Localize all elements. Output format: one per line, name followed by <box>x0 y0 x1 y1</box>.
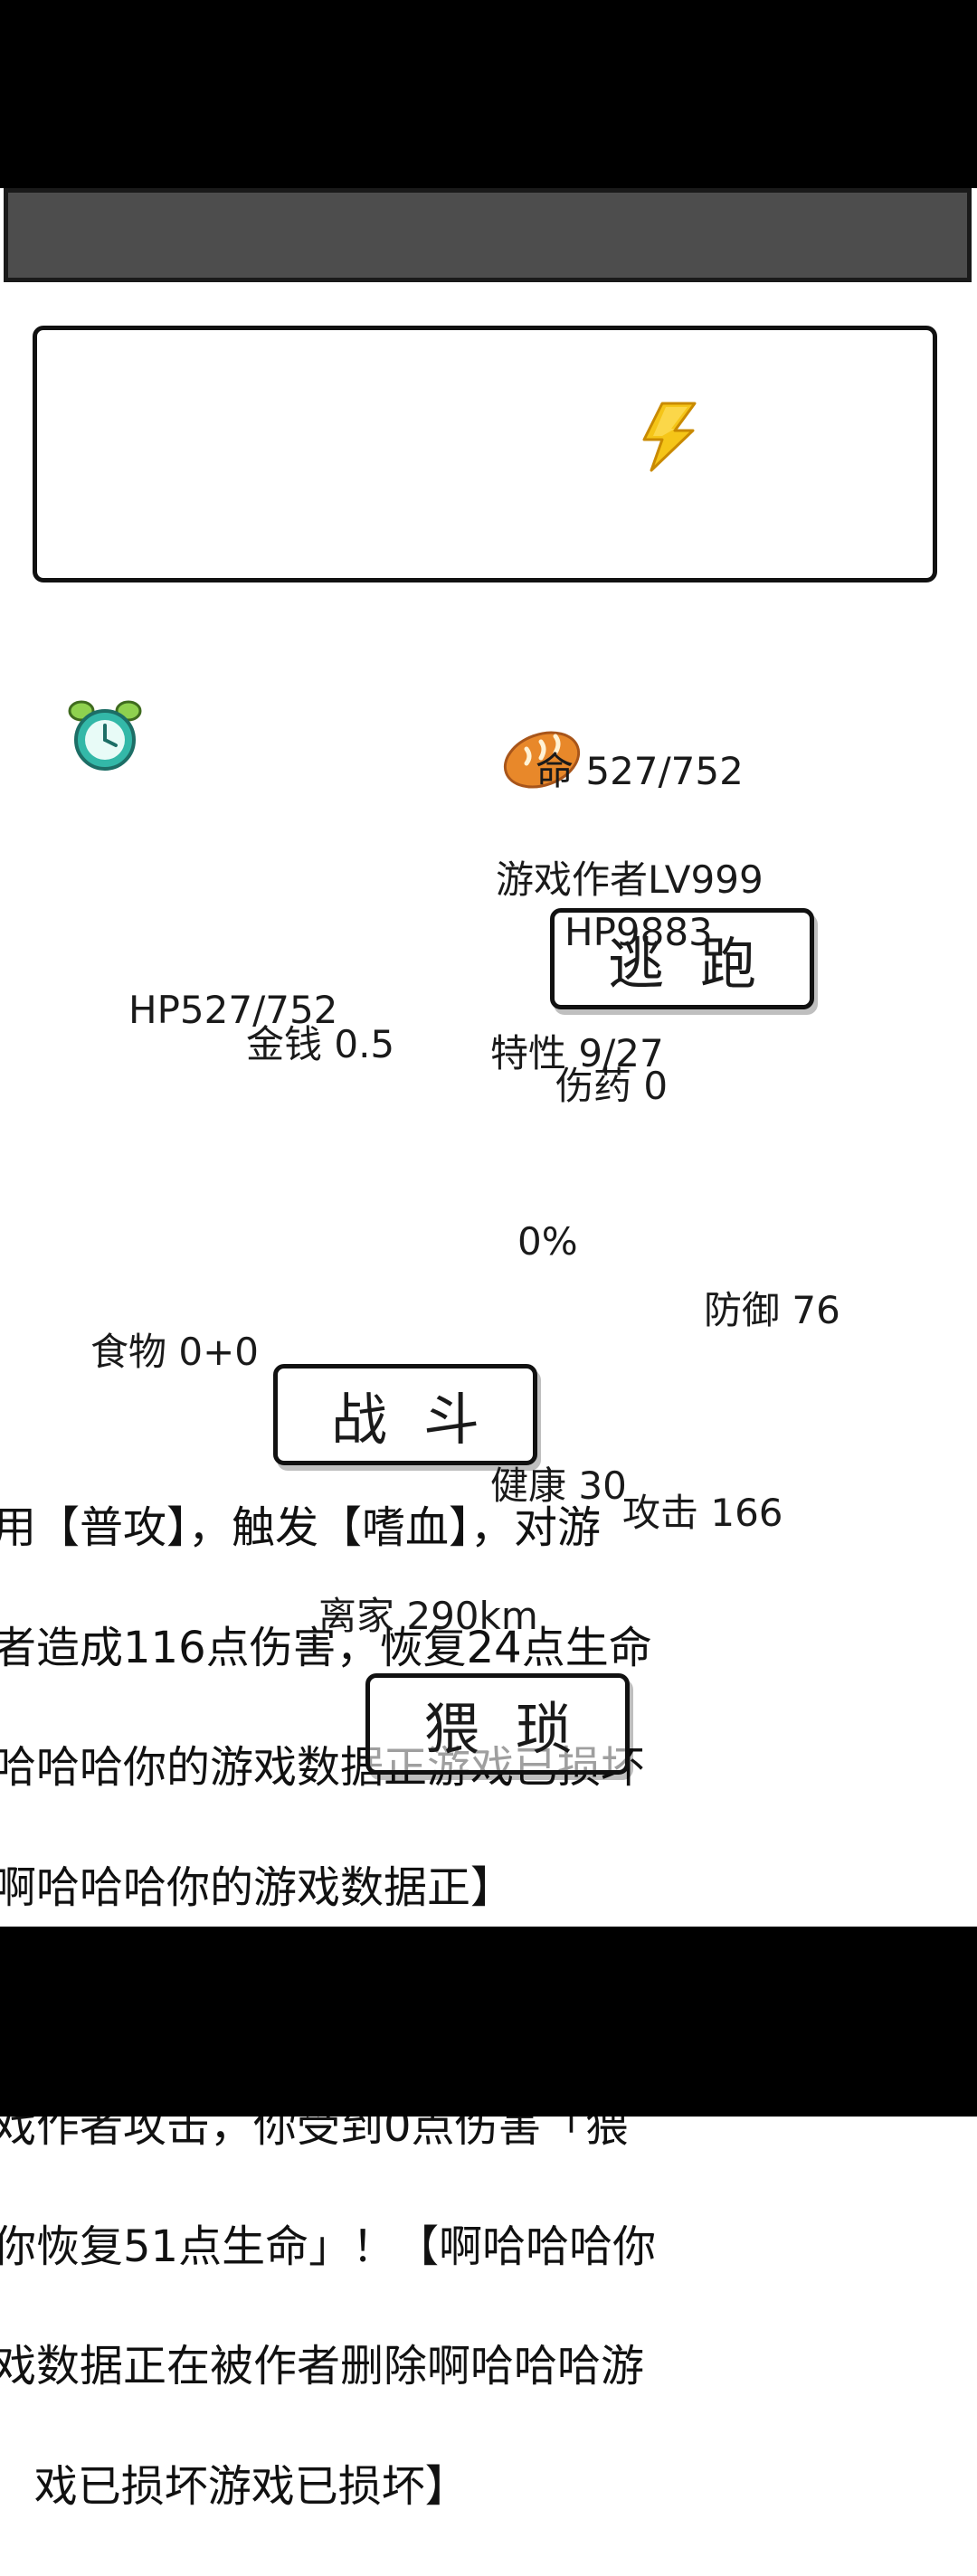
alarm-clock-icon[interactable] <box>65 700 145 772</box>
player-hp: HP527/752 <box>128 988 338 1032</box>
medicine-stat: 伤药 0 <box>555 1064 669 1108</box>
fight-button[interactable]: 战斗 <box>273 1364 537 1465</box>
top-toolbar <box>4 188 972 282</box>
enemy-name: 游戏作者LV999 <box>496 857 764 902</box>
log-line: 啊哈哈哈你的游戏数据正】 <box>0 1861 515 1913</box>
status-bar-area <box>0 0 977 188</box>
wretched-button[interactable]: 猥琐 <box>365 1673 630 1775</box>
food-stat: 食物 0+0 <box>90 1330 259 1374</box>
enemy-hp: HP9883 <box>564 910 713 954</box>
escape-button[interactable]: 逃跑 <box>550 908 814 1009</box>
percent-stat: 0% <box>517 1219 578 1264</box>
lightning-icon <box>642 402 697 472</box>
trait-stat: 特性 9/27 <box>490 1031 664 1075</box>
info-panel <box>33 326 937 582</box>
log-line: 戏数据正在被作者删除啊哈哈哈游 <box>0 2341 645 2392</box>
health-stat: 健康 30 <box>490 1463 627 1508</box>
log-line: 者造成116点伤害，恢复24点生命 <box>0 1622 652 1673</box>
log-line: 你恢复51点生命」！【啊哈哈哈你 <box>0 2221 657 2272</box>
distance-stat: 离家 290km <box>318 1594 538 1638</box>
money-stat: 金钱 0.5 <box>246 1022 395 1066</box>
log-line: 戏已损坏游戏已损坏】 <box>0 2460 469 2512</box>
attack-stat: 攻击 166 <box>622 1491 783 1535</box>
life-stat: 命 527/752 <box>536 749 744 793</box>
navigation-bar-area <box>0 1927 977 2117</box>
bread-icon <box>503 731 581 789</box>
defense-stat: 防御 76 <box>704 1288 840 1332</box>
log-line: 用【普攻】，触发【嗜血】，对游 <box>0 1502 602 1554</box>
